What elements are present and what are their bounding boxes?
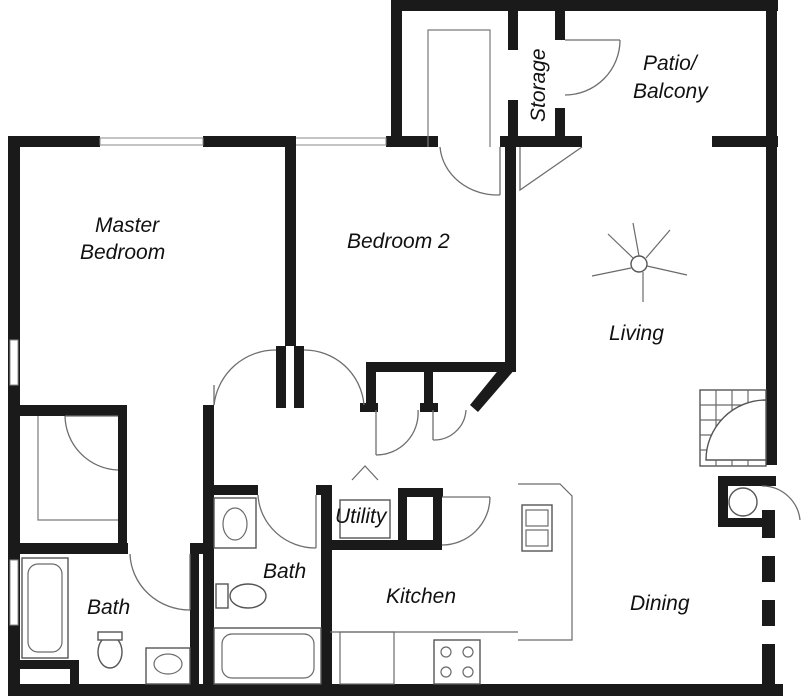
closet-shelves [37,29,521,521]
windows [9,137,387,626]
kitchen-fixtures [330,483,573,685]
interior-walls [18,0,565,688]
storage-label: Storage [527,48,550,122]
bedroom-2-label: Bedroom 2 [347,230,450,253]
kitchen-label: Kitchen [386,585,456,608]
utility-fixtures [339,465,391,539]
dining-label: Dining [630,592,690,615]
ceiling-fan-icon [591,222,688,302]
room-labels: Storage Patio/ Balcony Master Bedroom Be… [80,48,709,619]
bath-left-label: Bath [87,596,130,619]
master-bedroom-label-line1: Master [95,214,160,237]
patio-label-line1: Patio/ [643,52,699,75]
master-bedroom-label-line2: Bedroom [80,241,165,264]
utility-label: Utility [335,505,388,528]
patio-label-line2: Balcony [633,80,709,103]
exterior-walls [8,0,783,696]
bath-center-label: Bath [263,560,306,583]
center-bath-fixtures [213,497,322,685]
living-label: Living [609,322,664,345]
fireplace [699,389,767,467]
water-heater [728,487,758,517]
left-bath-fixtures [21,557,191,685]
door-swings [64,39,801,611]
